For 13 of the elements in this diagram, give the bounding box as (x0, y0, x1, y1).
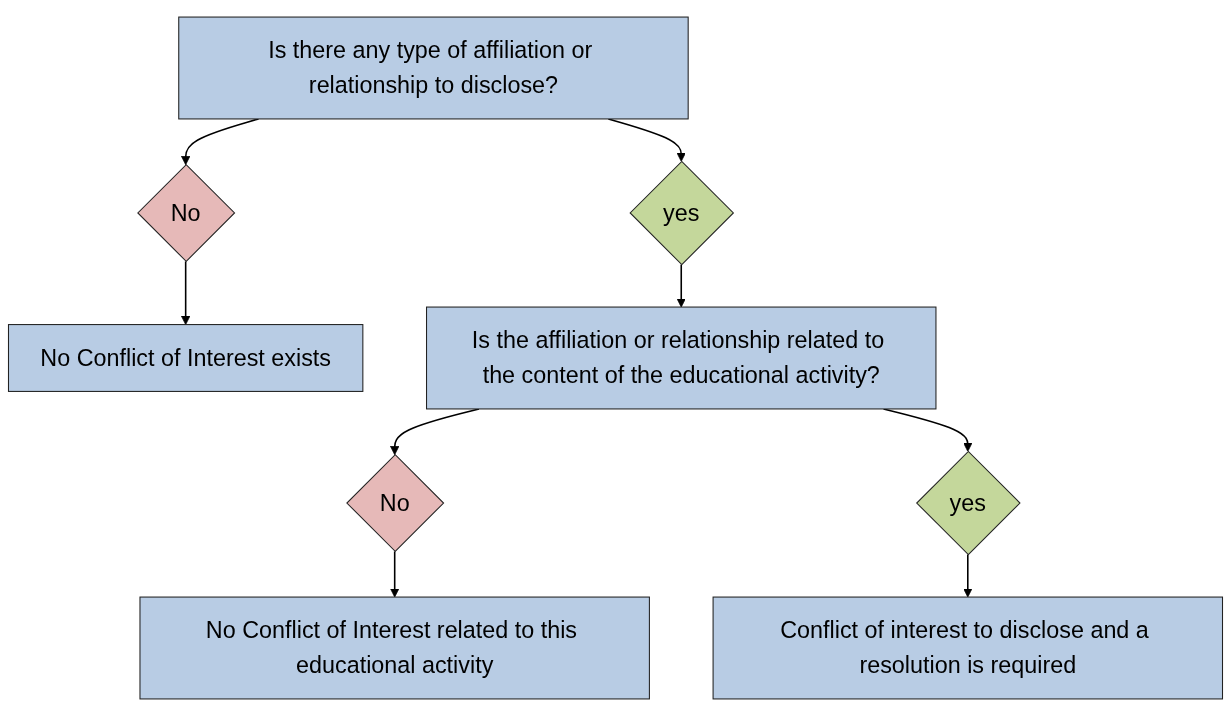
arrow (963, 553, 973, 598)
arrow (390, 550, 400, 598)
node-diamond: yes (915, 450, 1021, 556)
arrow (676, 263, 686, 308)
arrow (181, 260, 191, 325)
node-box: Is there any type of affiliation or relationship to disclose? (178, 16, 689, 120)
node-box: Conflict of interest to disclose and a resolution is required (712, 596, 1224, 700)
node-diamond: No (346, 453, 445, 553)
node-box: No Conflict of Interest exists (7, 324, 364, 392)
node-box: Is the affiliation or relationship related to the content of the educational activity? (426, 306, 937, 410)
node-box: No Conflict of Interest related to this educational activity (139, 596, 650, 700)
node-diamond: yes (629, 160, 735, 266)
node-diamond: No (137, 163, 236, 263)
